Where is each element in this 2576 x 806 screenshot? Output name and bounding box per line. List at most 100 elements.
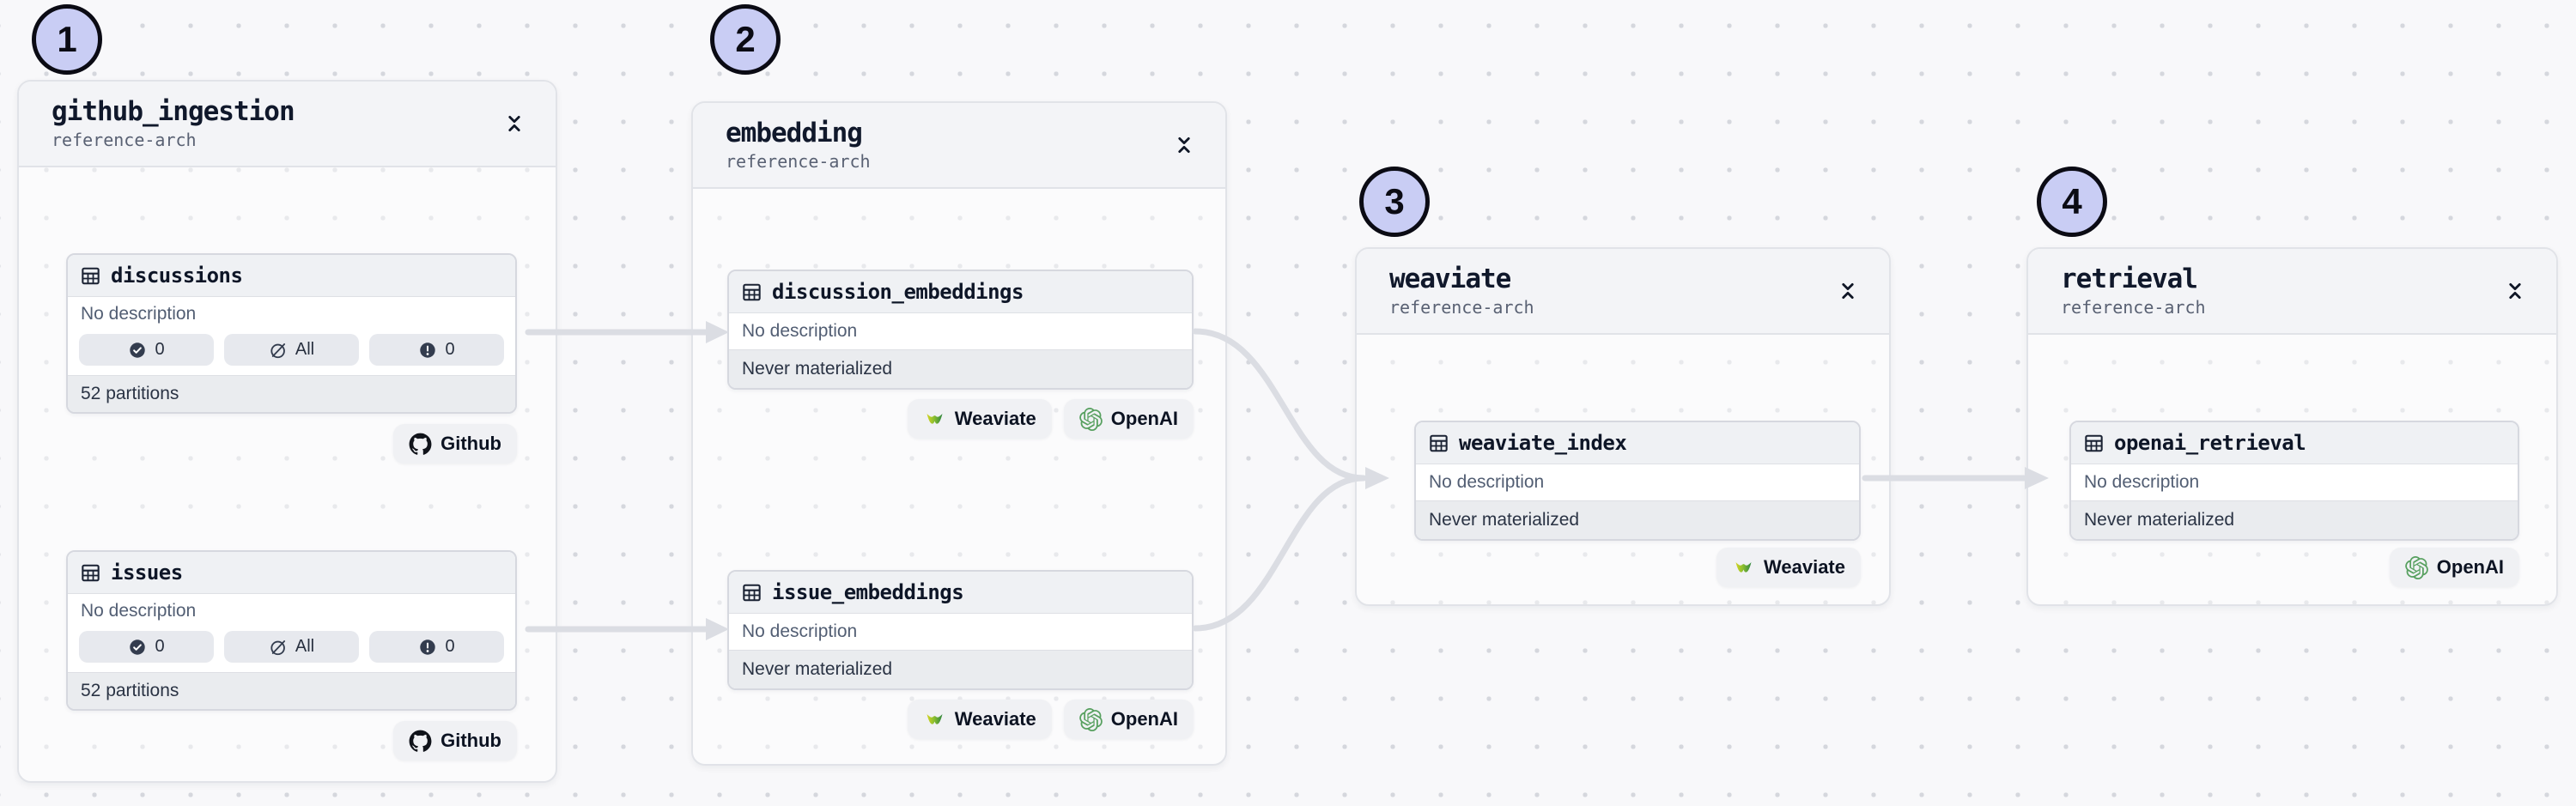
asset-status-row: 0 All 0 [68,628,515,672]
group-subtitle: reference-arch [726,150,871,172]
badge-label: OpenAI [2436,556,2504,578]
openai-icon [2405,556,2428,579]
asset-description: No description [68,594,515,628]
table-icon [1428,433,1449,454]
collapse-icon[interactable] [2503,276,2527,306]
asset-description: No description [729,614,1192,650]
group-header-weaviate[interactable]: weaviate reference-arch [1357,249,1889,335]
kind-badges-row: Github [393,424,517,464]
badge-label: Github [440,433,501,454]
asset-description: No description [729,313,1192,349]
asset-group-retrieval: retrieval reference-arch openai_retrieva… [2026,247,2558,606]
weaviate-kind-badge[interactable]: Weaviate [907,700,1052,739]
group-title: weaviate [1389,264,1511,295]
asset-card-header[interactable]: discussions [68,255,515,297]
annotation-step-4: 4 [2037,167,2107,237]
check-circle-icon [128,341,147,360]
asset-title: discussions [111,264,243,288]
group-subtitle: reference-arch [1389,296,1534,318]
badge-label: OpenAI [1110,708,1178,730]
check-circle-icon [128,638,147,657]
github-icon [409,730,432,753]
collapse-icon[interactable] [502,108,526,139]
asset-title: issues [111,561,183,585]
asset-card-header[interactable]: issues [68,552,515,594]
openai-kind-badge[interactable]: OpenAI [2389,548,2519,587]
missing-partitions-count: All [295,340,315,359]
weaviate-kind-badge[interactable]: Weaviate [907,399,1052,439]
table-icon [2083,433,2105,454]
github-kind-badge[interactable]: Github [393,424,517,464]
kind-badges-row: OpenAI [2389,548,2519,587]
alert-circle-icon [418,638,437,657]
annotation-step-1: 1 [32,4,102,75]
group-titles: retrieval reference-arch [2061,264,2206,317]
asset-materialization-footer: Never materialized [1416,500,1859,539]
weaviate-icon [1732,556,1755,579]
group-title: embedding [726,118,863,149]
failed-partitions-pill[interactable]: 0 [369,334,504,366]
asset-card-openai-retrieval[interactable]: openai_retrieval No description Never ma… [2069,421,2519,541]
collapse-icon[interactable] [1836,276,1860,306]
missing-partitions-count: All [295,637,315,656]
asset-card-header[interactable]: weaviate_index [1416,422,1859,464]
asset-card-issue-embeddings[interactable]: issue_embeddings No description Never ma… [727,570,1194,690]
asset-title: weaviate_index [1459,431,1627,455]
badge-label: Weaviate [954,708,1036,730]
github-icon [409,433,432,456]
asset-card-header[interactable]: issue_embeddings [729,572,1192,614]
asset-title: issue_embeddings [772,580,964,604]
checks-pill[interactable]: 0 [79,631,214,663]
asset-materialization-footer: Never materialized [729,650,1192,688]
weaviate-icon [923,708,946,731]
badge-label: Github [440,730,501,751]
asset-card-header[interactable]: openai_retrieval [2071,422,2518,464]
missing-partitions-pill[interactable]: All [224,334,359,366]
group-header-retrieval[interactable]: retrieval reference-arch [2028,249,2556,335]
kind-badges-row: Weaviate OpenAI [907,700,1194,739]
asset-title: discussion_embeddings [772,280,1024,304]
group-subtitle: reference-arch [52,129,197,150]
group-titles: github_ingestion reference-arch [52,97,295,149]
asset-card-discussions[interactable]: discussions No description 0 All 0 52 pa… [66,253,517,414]
asset-card-discussion-embeddings[interactable]: discussion_embeddings No description Nev… [727,270,1194,390]
asset-partitions-footer: 52 partitions [68,375,515,412]
openai-kind-badge[interactable]: OpenAI [1063,399,1194,439]
kind-badges-row: Weaviate [1716,548,1861,587]
asset-partitions-footer: 52 partitions [68,672,515,709]
group-header-github-ingestion[interactable]: github_ingestion reference-arch [19,82,556,167]
slash-circle-icon [269,341,288,360]
group-subtitle: reference-arch [2061,296,2206,318]
openai-kind-badge[interactable]: OpenAI [1063,700,1194,739]
failed-partitions-count: 0 [445,340,455,359]
asset-group-github-ingestion: github_ingestion reference-arch discussi… [17,80,557,783]
table-icon [80,562,101,584]
missing-partitions-pill[interactable]: All [224,631,359,663]
asset-card-issues[interactable]: issues No description 0 All 0 52 partiti… [66,550,517,711]
asset-description: No description [2071,464,2518,500]
group-header-embedding[interactable]: embedding reference-arch [693,103,1225,189]
asset-status-row: 0 All 0 [68,331,515,375]
badge-label: Weaviate [954,408,1036,429]
badge-label: Weaviate [1764,556,1845,578]
openai-icon [1079,408,1103,431]
checks-count: 0 [155,340,165,359]
weaviate-kind-badge[interactable]: Weaviate [1716,548,1861,587]
asset-group-weaviate: weaviate reference-arch weaviate_index N… [1355,247,1891,606]
asset-card-header[interactable]: discussion_embeddings [729,271,1192,313]
group-title: retrieval [2061,264,2198,295]
slash-circle-icon [269,638,288,657]
asset-materialization-footer: Never materialized [729,349,1192,388]
collapse-icon[interactable] [1172,130,1196,161]
asset-description: No description [1416,464,1859,500]
table-icon [741,582,762,603]
annotation-step-3: 3 [1359,167,1430,237]
asset-card-weaviate-index[interactable]: weaviate_index No description Never mate… [1414,421,1861,541]
failed-partitions-pill[interactable]: 0 [369,631,504,663]
checks-pill[interactable]: 0 [79,334,214,366]
github-kind-badge[interactable]: Github [393,721,517,761]
badge-label: OpenAI [1110,408,1178,429]
failed-partitions-count: 0 [445,637,455,656]
asset-title: openai_retrieval [2114,431,2306,455]
